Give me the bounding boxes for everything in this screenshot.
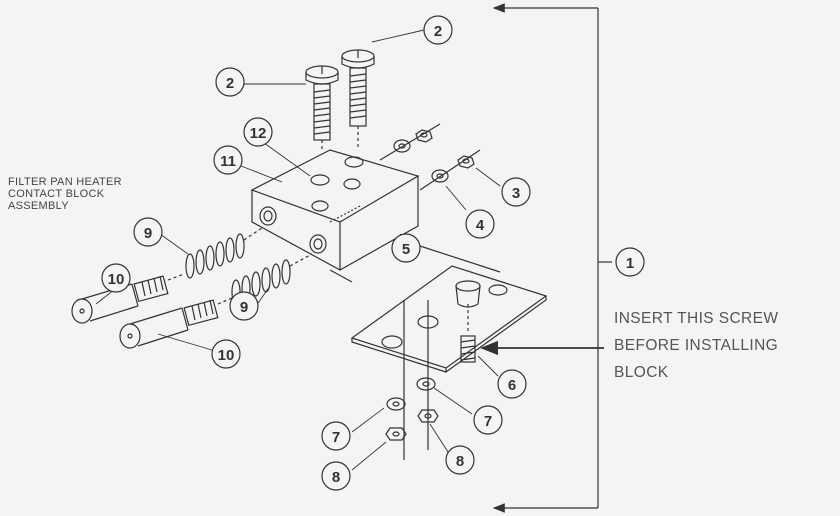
callout-3: 3: [501, 177, 531, 207]
contact-block-icon: [250, 149, 420, 272]
callout-9-upper: 9: [133, 217, 163, 247]
assembly-label-line-3: ASSEMBLY: [8, 200, 69, 212]
screw-right-icon: [341, 49, 375, 150]
mounting-plate-icon: [329, 245, 548, 373]
leader-lines: [95, 29, 501, 471]
callout-9-lower: 9: [229, 291, 259, 321]
svg-text:1: 1: [626, 255, 634, 272]
svg-text:2: 2: [226, 75, 234, 92]
assembly-label-line-1: FILTER PAN HEATER: [8, 176, 122, 188]
assembly-label-line-2: CONTACT BLOCK: [8, 188, 105, 200]
washer-nut-stack-icon: [379, 123, 481, 191]
insert-screw-icon: [455, 280, 481, 363]
svg-text:2: 2: [434, 23, 442, 40]
callout-2-right: 2: [423, 15, 453, 45]
svg-text:3: 3: [512, 185, 520, 202]
callout-10-upper: 10: [101, 263, 131, 293]
callouts: 1 2 2 3 4 5 6 7 7 8 8 9 9 10 10 11 12: [101, 15, 645, 491]
callout-1: 1: [615, 247, 645, 277]
svg-text:9: 9: [144, 225, 152, 242]
svg-text:7: 7: [332, 429, 340, 446]
callout-10-lower: 10: [211, 339, 241, 369]
install-note: INSERT THIS SCREW BEFORE INSTALLING BLOC…: [614, 305, 778, 386]
callout-7-left: 7: [321, 421, 351, 451]
svg-text:11: 11: [220, 153, 236, 170]
svg-text:4: 4: [476, 217, 485, 234]
svg-text:12: 12: [250, 125, 267, 142]
lower-washer-nut-icon: [385, 377, 439, 441]
svg-text:5: 5: [402, 241, 410, 258]
callout-5: 5: [391, 233, 421, 263]
callout-2-left: 2: [215, 67, 245, 97]
assembly-bracket: [492, 3, 612, 513]
callout-8-left: 8: [321, 461, 351, 491]
screw-left-icon: [305, 65, 339, 152]
svg-text:6: 6: [508, 377, 516, 394]
svg-text:8: 8: [456, 453, 464, 470]
callout-8-right: 8: [445, 445, 475, 475]
callout-6: 6: [497, 369, 527, 399]
callout-4: 4: [465, 209, 495, 239]
callout-7-right: 7: [473, 405, 503, 435]
svg-text:9: 9: [240, 299, 248, 316]
svg-text:10: 10: [218, 347, 235, 364]
svg-text:8: 8: [332, 469, 340, 486]
svg-text:10: 10: [108, 271, 125, 288]
svg-text:7: 7: [484, 413, 492, 430]
install-note-line-2: BEFORE INSTALLING: [614, 337, 779, 354]
install-note-line-3: BLOCK: [614, 364, 669, 381]
spring-upper-icon: [185, 227, 263, 279]
install-note-line-1: INSERT THIS SCREW: [614, 310, 779, 327]
callout-11: 11: [213, 145, 243, 175]
contact-pin-lower-icon: [119, 297, 233, 349]
assembly-label: FILTER PAN HEATER CONTACT BLOCK ASSEMBLY: [8, 176, 122, 212]
callout-12: 12: [243, 117, 273, 147]
